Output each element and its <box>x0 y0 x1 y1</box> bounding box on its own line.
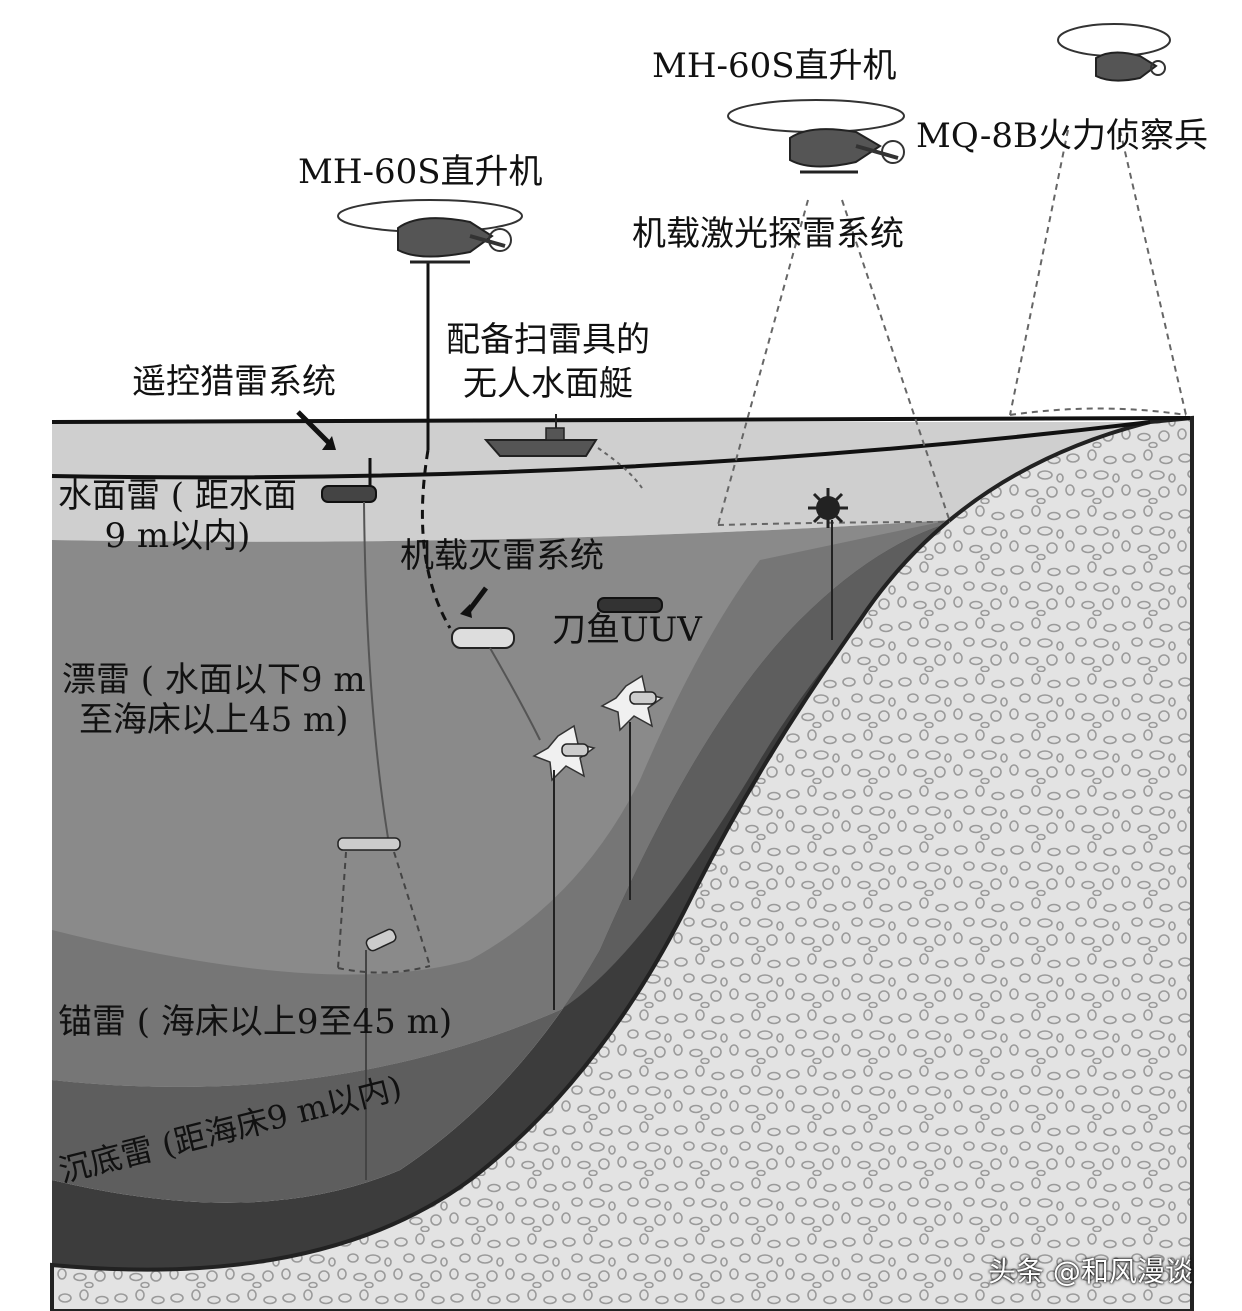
label-laser: 机载激光探雷系统 <box>632 214 904 254</box>
label-uuv: 刀鱼UUV <box>552 610 702 650</box>
neutralizer-vehicle <box>451 586 541 741</box>
uav-sensor-cone <box>1009 129 1187 416</box>
water-depth-line <box>51 420 1151 480</box>
deep-shade <box>52 520 960 1203</box>
label-airborne-neutralization: 机载灭雷系统 <box>400 536 604 576</box>
drifting-sonar-sensor <box>337 837 431 1180</box>
label-rmh: 遥控猎雷系统 <box>132 362 336 402</box>
mq8b-uav <box>1057 23 1171 82</box>
label-uav: MQ-8B火力侦察兵 <box>916 116 1209 156</box>
usv-boat <box>483 414 643 489</box>
rmh-tow-line <box>363 501 389 839</box>
label-moored-mine: 锚雷 ( 海床以上9至45 m) <box>58 1002 453 1042</box>
mh60s-helicopter-right <box>727 99 905 174</box>
moored-mine-2 <box>600 674 664 900</box>
label-surface-mine: 水面雷 ( 距水面 9 m以内) <box>58 476 297 556</box>
mh60s-helicopter-left <box>337 199 523 264</box>
knifefish-uuv <box>597 597 663 613</box>
seabed <box>50 415 1194 1311</box>
spiked-mine <box>808 488 848 640</box>
label-heli-left: MH-60S直升机 <box>298 152 543 192</box>
label-usv: 配备扫雷具的 无人水面艇 <box>446 320 650 404</box>
moored-mine-1 <box>532 724 596 1010</box>
label-heli-right: MH-60S直升机 <box>652 46 897 86</box>
watermark: 头条 @和风漫谈 <box>988 1255 1193 1288</box>
rmh-vehicle <box>296 410 377 503</box>
sea-surface-line <box>51 416 1191 424</box>
deep-water <box>52 520 950 1087</box>
label-drifting-mine: 漂雷 ( 水面以下9 m 至海床以上45 m) <box>62 660 366 740</box>
